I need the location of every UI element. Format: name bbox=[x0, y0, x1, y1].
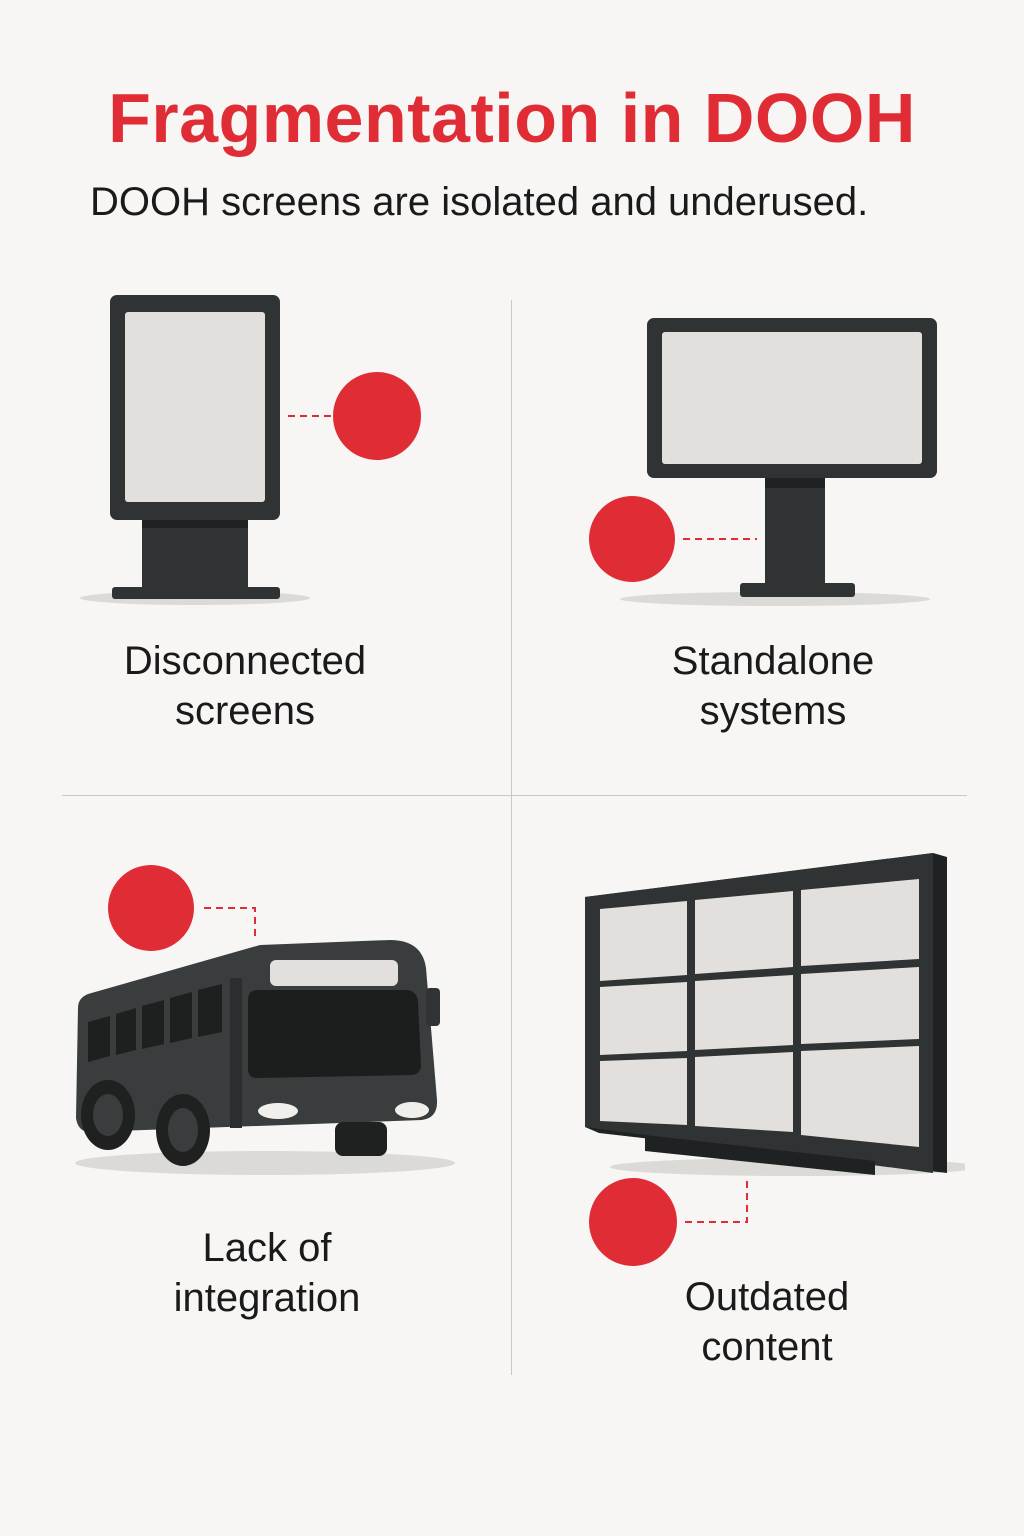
disconnect-dot-icon bbox=[589, 496, 675, 582]
page-subtitle: DOOH screens are isolated and underused. bbox=[90, 180, 869, 224]
panel-label-lack-of-integration: Lack of integration bbox=[173, 1226, 361, 1320]
pedestal-display-icon bbox=[589, 318, 937, 606]
disconnect-dot-icon bbox=[108, 865, 194, 951]
page-title: Fragmentation in DOOH bbox=[108, 79, 916, 157]
panel-label-outdated-content: Outdated content bbox=[684, 1275, 850, 1369]
disconnect-dot-icon bbox=[589, 1178, 677, 1266]
horizontal-divider bbox=[62, 795, 967, 796]
panel-label-standalone-systems: Standalone systems bbox=[671, 639, 875, 733]
vertical-divider bbox=[511, 300, 512, 1375]
video-wall-icon bbox=[585, 853, 965, 1266]
bus-icon bbox=[75, 865, 455, 1175]
kiosk-screen-icon bbox=[80, 295, 421, 605]
disconnect-dot-icon bbox=[333, 372, 421, 460]
panel-label-disconnected-screens: Disconnected screens bbox=[123, 639, 367, 733]
